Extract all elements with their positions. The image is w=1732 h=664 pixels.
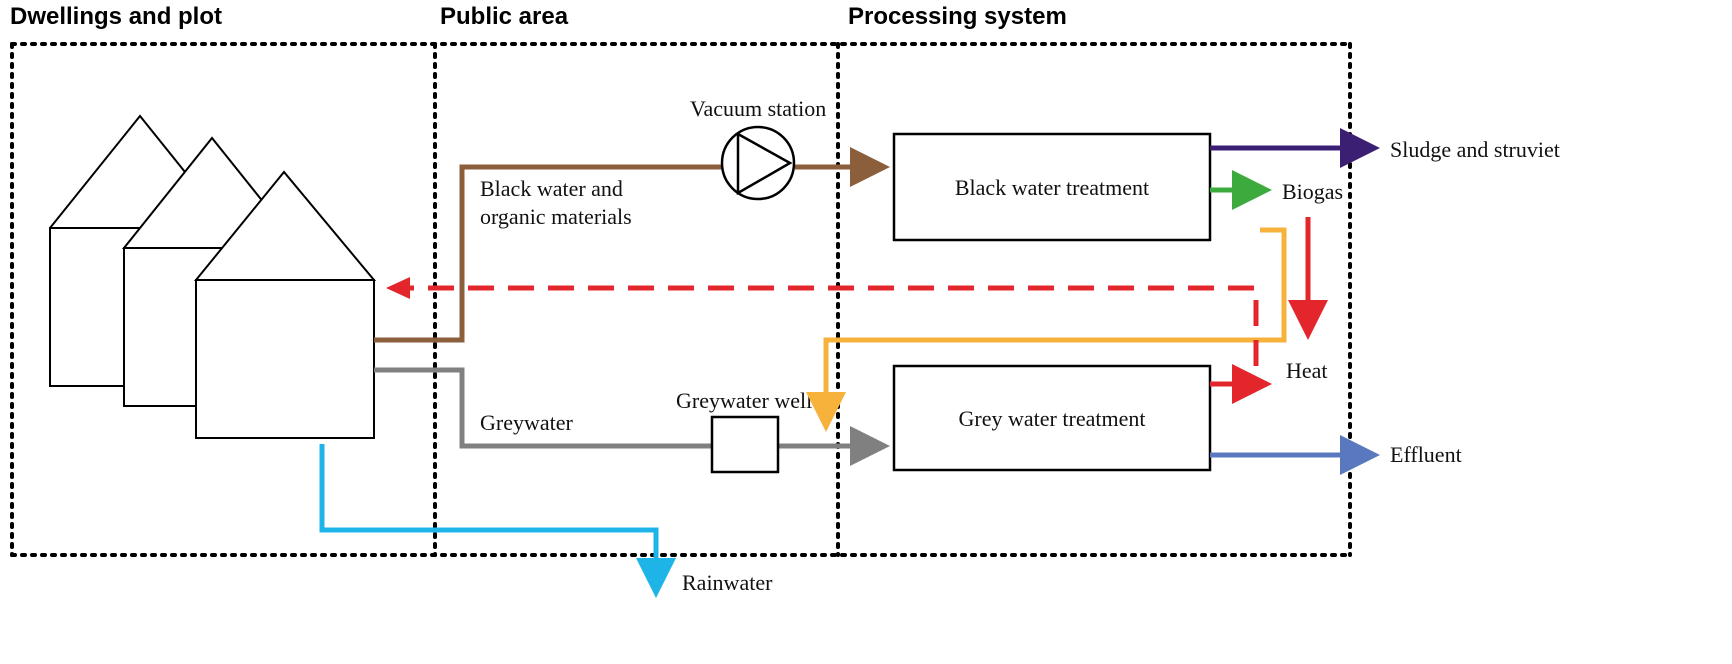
grey-water-treatment-label: Grey water treatment (959, 406, 1146, 431)
biogas-label: Biogas (1282, 179, 1343, 204)
sludge-label: Sludge and struviet (1390, 137, 1560, 162)
grey-water-treatment-box (892, 364, 1212, 472)
vacuum-station-label: Vacuum station (690, 96, 826, 121)
black-water-label-line2: organic materials (480, 204, 632, 229)
black-water-treatment-box (892, 132, 1212, 242)
black-water-treatment-label: Black water treatment (955, 175, 1149, 200)
rainwater-label: Rainwater (682, 570, 773, 595)
zone-title-dwellings: Dwellings and plot (10, 3, 222, 30)
zone-title-processing: Processing system (848, 3, 1067, 30)
house-front (193, 170, 377, 439)
heat-return-arrowhead (386, 277, 410, 299)
pump-triangle-icon (736, 132, 793, 196)
vacuum-station-pump (720, 125, 796, 201)
zone-title-public: Public area (440, 3, 569, 30)
black-water-pipe (374, 164, 722, 343)
greywater-label: Greywater (480, 410, 574, 435)
greywater-pipe (374, 367, 712, 449)
greywater-well-box (710, 415, 780, 474)
biogas-return-pipe (806, 227, 1287, 432)
dwellings-houses (49, 114, 377, 439)
heat-return-pipe (408, 285, 1259, 366)
rainwater-pipe (319, 444, 676, 598)
greywater-well-label: Greywater well (676, 388, 812, 413)
effluent-label: Effluent (1390, 442, 1462, 467)
black-water-label-line1: Black water and (480, 176, 623, 201)
zone-borders (10, 42, 1352, 557)
heat-label: Heat (1286, 358, 1328, 383)
